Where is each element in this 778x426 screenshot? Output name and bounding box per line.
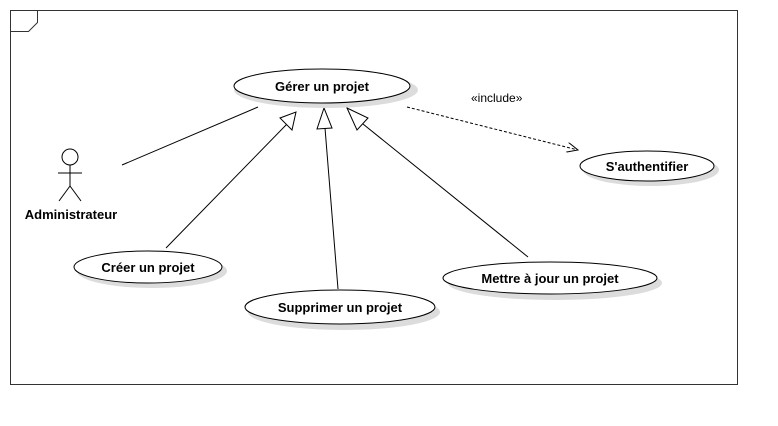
include-dependency-line (406, 106, 578, 150)
use-case-ellipse (233, 68, 411, 104)
use-case-ellipse (442, 261, 658, 295)
use-case-supprimer-un-projet[interactable]: Supprimer un projet (244, 289, 440, 330)
actor-stick-figure-icon (58, 148, 82, 202)
use-case-gerer-un-projet[interactable]: Gérer un projet (233, 68, 418, 108)
generalization-arrowhead-supprimer (316, 106, 333, 130)
generalization-line-creer (165, 123, 288, 249)
use-case-ellipse (73, 250, 223, 284)
actor-name: Administrateur (25, 207, 117, 222)
include-stereotype-label: «include» (471, 91, 523, 105)
use-case-label: S'authentifier (606, 159, 689, 174)
use-case-creer-un-projet[interactable]: Créer un projet (73, 250, 227, 288)
generalization-line-supprimer (324, 127, 339, 290)
use-case-label: Supprimer un projet (278, 300, 403, 315)
use-case-label: Mettre à jour un projet (481, 271, 619, 286)
association-line (121, 106, 259, 166)
use-case-label: Créer un projet (101, 260, 195, 275)
use-case-label: Gérer un projet (275, 79, 370, 94)
generalization-line-mettre (362, 123, 529, 258)
use-case-ellipse (244, 289, 436, 325)
generalization-arrowhead-mettre (345, 106, 369, 131)
use-case-mettre-a-jour-un-projet[interactable]: Mettre à jour un projet (442, 261, 662, 300)
frame-tab (10, 10, 38, 32)
use-case-s-authentifier[interactable]: S'authentifier (579, 150, 719, 186)
generalization-arrowhead-creer (279, 111, 297, 131)
actor-administrateur[interactable]: Administrateur (25, 148, 117, 222)
use-case-ellipse (579, 150, 715, 182)
